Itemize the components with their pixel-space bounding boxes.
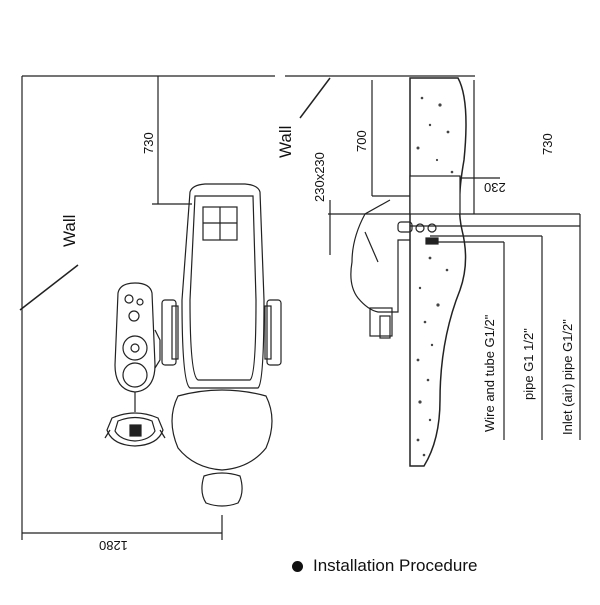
chair-footrest bbox=[201, 472, 243, 507]
chair-seat bbox=[171, 389, 273, 471]
plan-wall bbox=[19, 75, 275, 540]
chair-armrest-right bbox=[264, 299, 282, 366]
mounted-unit bbox=[350, 199, 439, 339]
pipe-inlet-label: Inlet (air) pipe G1/2" bbox=[560, 319, 575, 435]
chair-armrest-left bbox=[161, 299, 179, 366]
side-top-line bbox=[285, 75, 475, 119]
water-unit bbox=[114, 282, 161, 393]
instrument-tray bbox=[104, 392, 166, 447]
side-dim-730: 730 bbox=[540, 133, 555, 155]
dim-230x230-line bbox=[328, 200, 410, 255]
side-dim-230x230: 230x230 bbox=[312, 152, 327, 202]
dim-730-side-line bbox=[460, 80, 580, 215]
bullet-icon bbox=[292, 560, 303, 572]
plan-dim-1280: 1280 bbox=[99, 538, 128, 553]
chair-backrest bbox=[181, 183, 265, 389]
concrete-wall bbox=[409, 77, 467, 467]
side-dim-700: 700 bbox=[354, 130, 369, 152]
caption: Installation Procedure bbox=[292, 556, 477, 576]
side-dim-230: 230 bbox=[484, 180, 506, 195]
plan-wall-label: Wall bbox=[60, 214, 79, 247]
pipe-g1-label: pipe G1 1/2" bbox=[521, 328, 536, 400]
side-wall-label: Wall bbox=[276, 125, 295, 158]
pipe-wire-label: Wire and tube G1/2" bbox=[482, 314, 497, 432]
pipe-leaders bbox=[410, 214, 581, 440]
wall-opening bbox=[372, 175, 461, 215]
dim-1280-line bbox=[22, 515, 223, 540]
concrete-speckle bbox=[416, 96, 454, 457]
plan-dim-730: 730 bbox=[141, 132, 156, 154]
caption-text: Installation Procedure bbox=[313, 556, 478, 575]
dim-730-plan-line bbox=[152, 76, 192, 205]
